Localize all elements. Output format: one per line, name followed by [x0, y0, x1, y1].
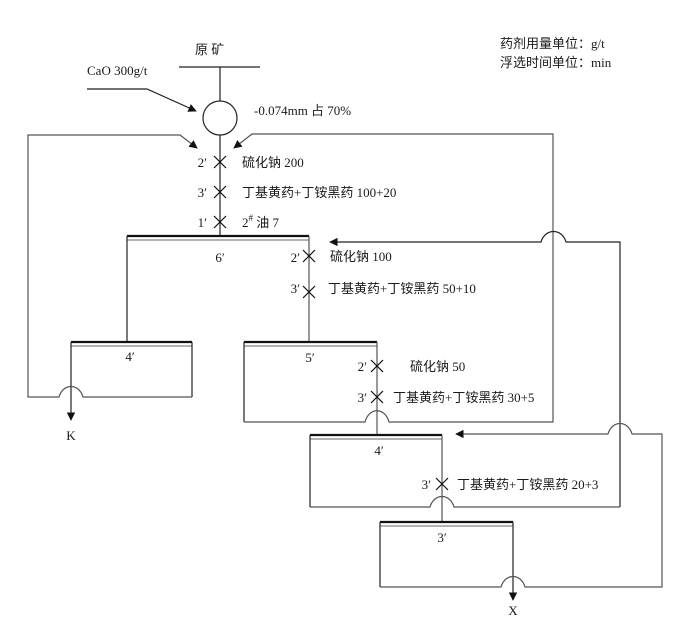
lime-dosage-label: CaO 300g/t — [87, 63, 148, 78]
frother-superscript: # — [249, 213, 254, 223]
grind-fineness-label: -0.074mm 占 70% — [254, 103, 351, 118]
feed-label: 原 矿 — [195, 42, 224, 57]
reagent-x-mark-2 — [213, 185, 227, 199]
dosage-unit-note: 药剂用量单位：g/t — [500, 36, 605, 51]
cleaner3-cell-time: 3′ — [437, 530, 447, 545]
frother-name-dosage: 油 7 — [253, 215, 280, 230]
reagent-x-mark-8 — [435, 477, 449, 491]
addition-reagent-4: 硫化钠 100 — [330, 249, 392, 264]
reagent-x-mark-3 — [213, 215, 227, 229]
cleaner1-tail-return-line — [233, 133, 554, 423]
cleaner2-cell-time: 4′ — [374, 443, 384, 458]
scavenger-cell-time: 4′ — [125, 349, 135, 364]
grinding-mill-circle — [202, 100, 238, 136]
time-unit-note: 浮选时间单位：min — [500, 55, 612, 70]
addition-time-8: 3′ — [422, 477, 432, 492]
cleaner1-cell-time: 5′ — [305, 350, 315, 365]
frother-number: 2 — [242, 215, 249, 230]
addition-reagent-6: 硫化钠 50 — [410, 359, 465, 374]
addition-time-3: 1′ — [198, 215, 208, 230]
addition-time-4: 2′ — [291, 250, 301, 265]
addition-reagent-5: 丁基黄药+丁铵黑药 50+10 — [328, 281, 476, 296]
addition-reagent-2: 丁基黄药+丁铵黑药 100+20 — [242, 185, 396, 200]
rougher-cell-time: 6′ — [215, 250, 225, 265]
tailings-product-label: K — [66, 428, 76, 443]
reagent-x-mark-6 — [370, 359, 384, 373]
cleaner2-tail-return-line — [329, 230, 621, 507]
reagent-x-mark-1 — [213, 155, 227, 169]
addition-time-1: 2′ — [198, 155, 208, 170]
addition-reagent-3: 2# 油 7 — [242, 213, 280, 230]
addition-reagent-7: 丁基黄药+丁铵黑药 30+5 — [393, 390, 534, 405]
concentrate-product-label: X — [508, 603, 518, 618]
scavenger-concentrate-return-line — [27, 134, 198, 398]
reagent-x-mark-4 — [302, 249, 316, 263]
addition-time-5: 3′ — [291, 281, 301, 296]
cleaner2-tail-line — [310, 495, 620, 508]
lime-addition-arrow — [87, 88, 197, 112]
addition-time-6: 2′ — [358, 359, 368, 374]
addition-reagent-1: 硫化钠 200 — [242, 155, 304, 170]
addition-time-7: 3′ — [358, 390, 368, 405]
addition-time-2: 3′ — [198, 185, 208, 200]
reagent-x-mark-5 — [302, 285, 316, 299]
addition-reagent-8: 丁基黄药+丁铵黑药 20+3 — [457, 477, 598, 492]
reagent-x-mark-7 — [370, 390, 384, 404]
cleaner3-tail-return-line — [380, 422, 663, 588]
